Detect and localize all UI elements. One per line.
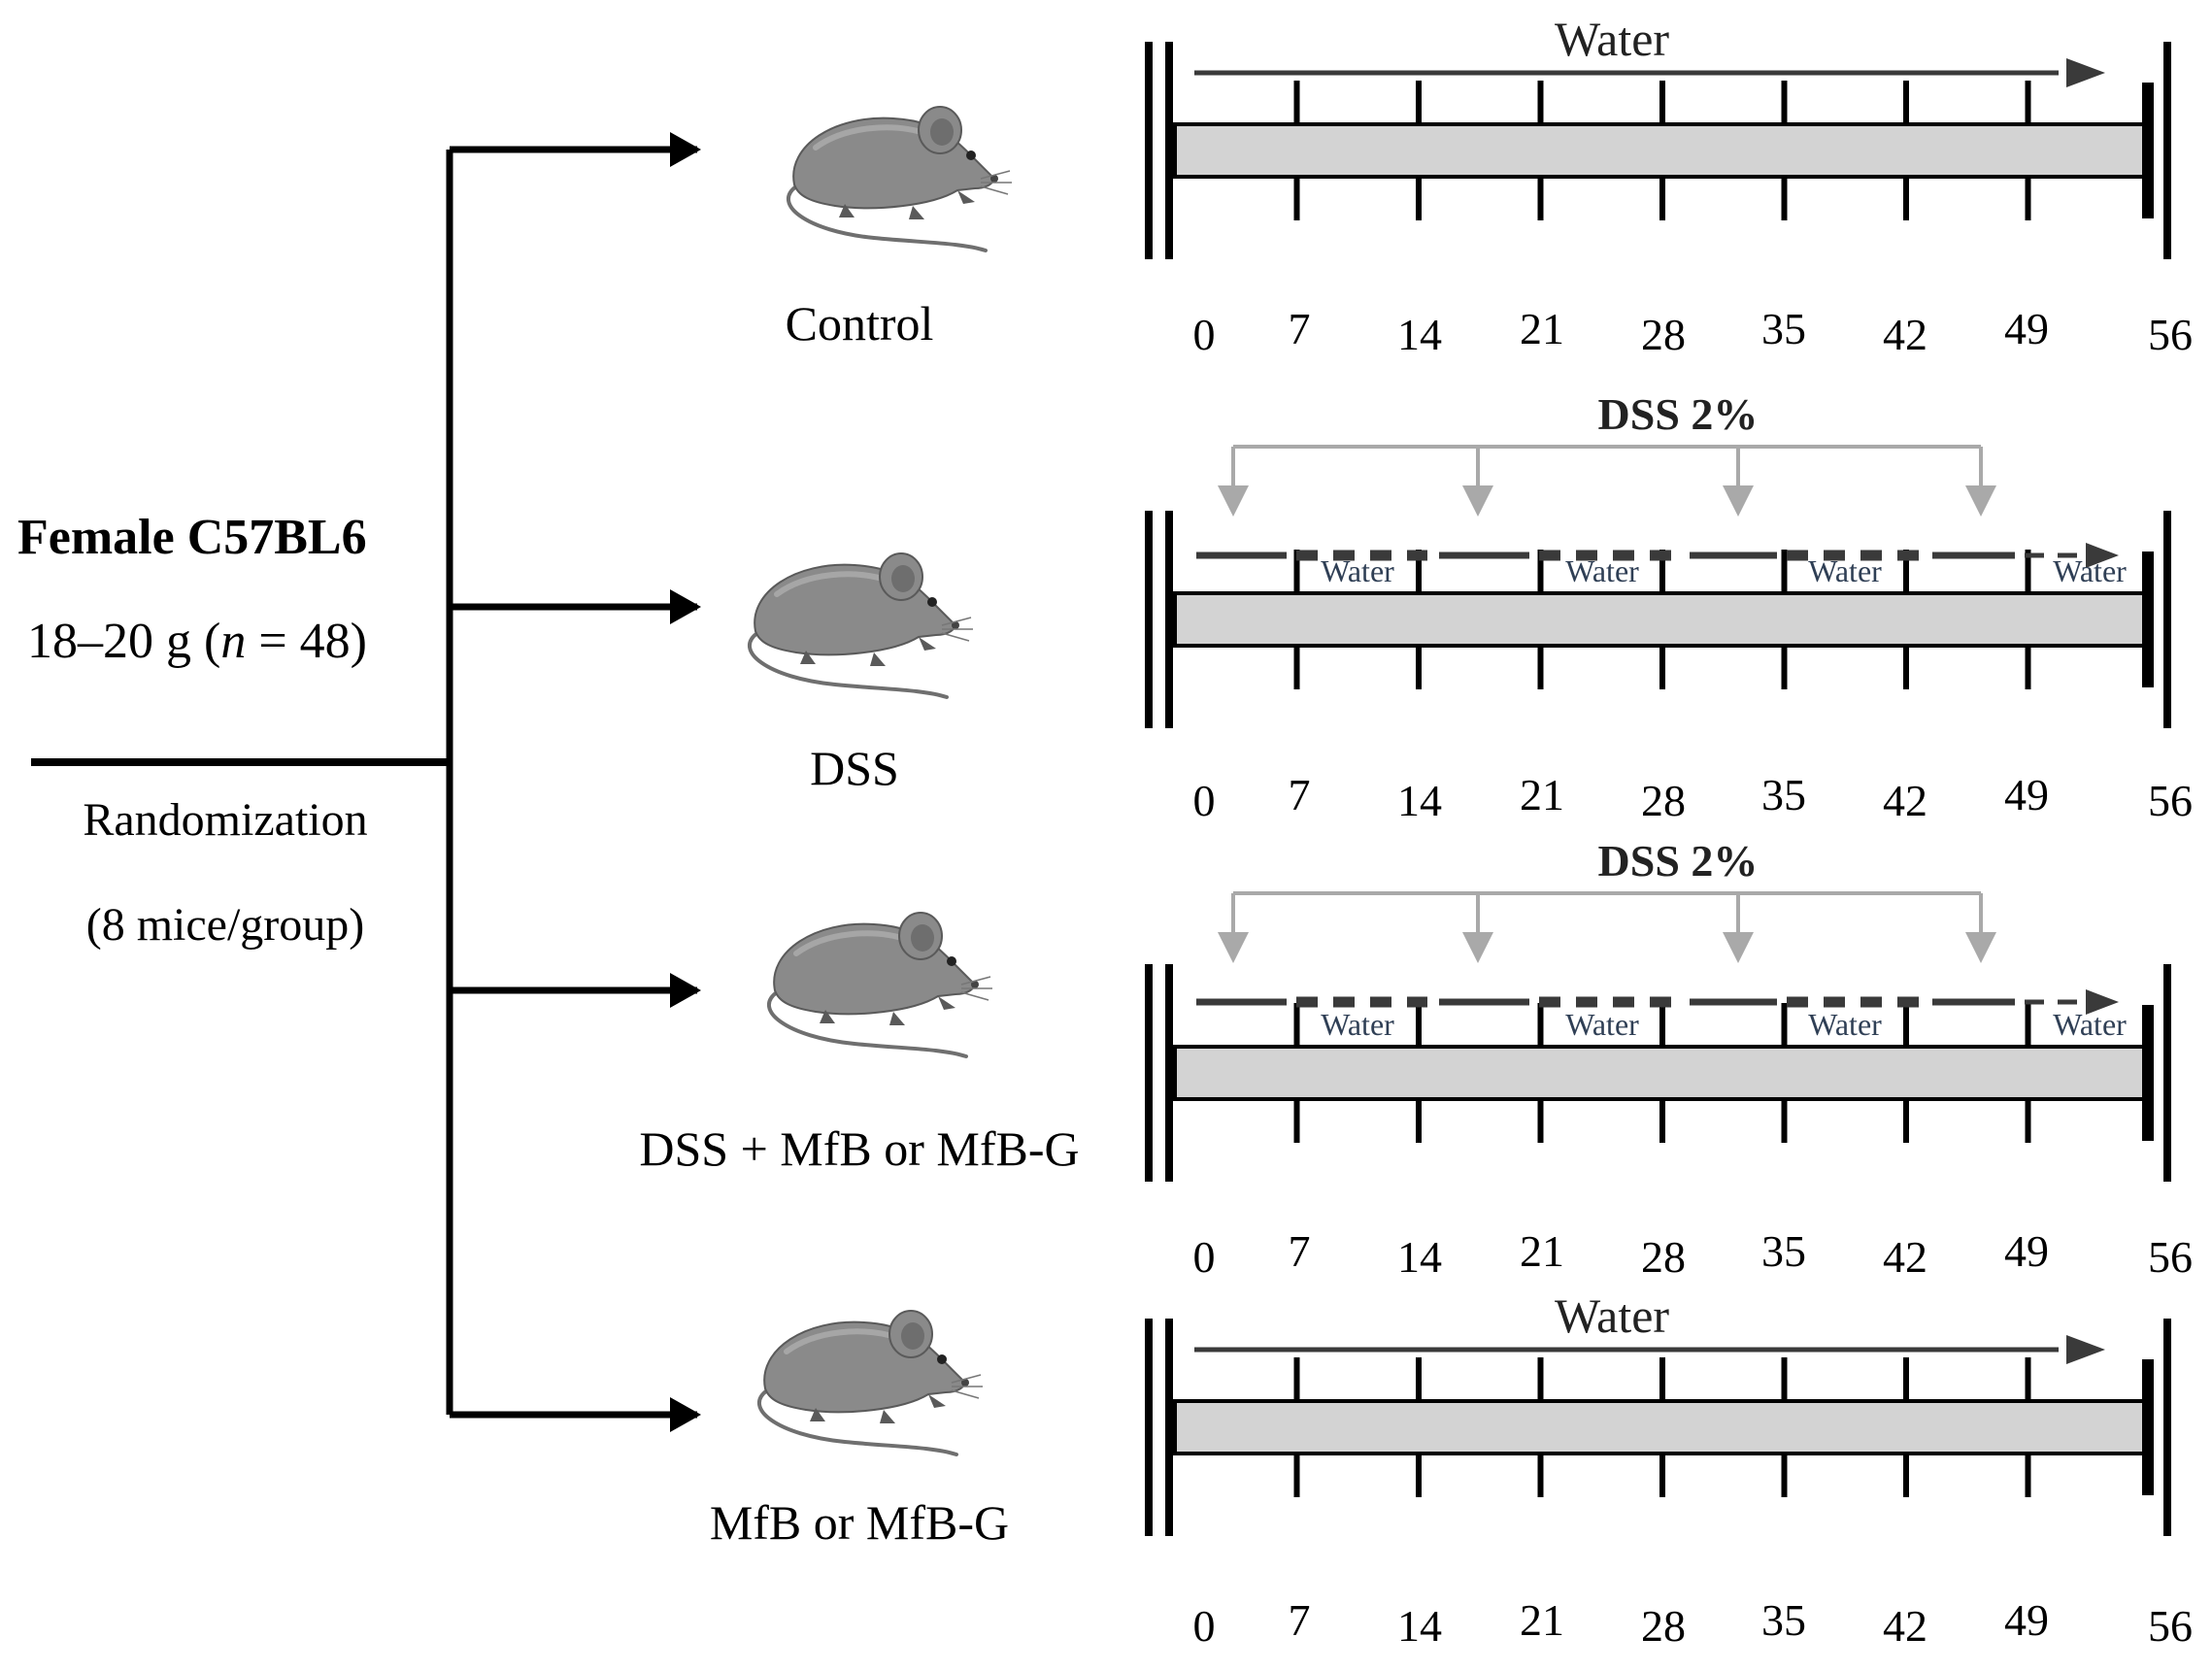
tick-label: 21 <box>1520 304 1564 353</box>
group-row-1: Control 0 7 14 21 28 35 42 49 56 Water <box>450 12 2193 359</box>
weight-prefix: 18–20 g ( <box>27 614 220 669</box>
water-arrow-head <box>2066 1335 2105 1364</box>
tick-label: 7 <box>1289 1226 1311 1276</box>
water-segment-label: Water <box>1321 1007 1394 1042</box>
tick-label: 35 <box>1761 1226 1806 1276</box>
n-symbol: n <box>220 614 246 669</box>
tick-label: 56 <box>2148 776 2193 825</box>
group-row-3: DSS + MfB or MfB-G 0 7 14 21 28 35 42 49 56 DSS 2%… <box>450 836 2193 1282</box>
water-segment-label: Water <box>2053 1007 2127 1042</box>
water-segment-label: Water <box>2053 553 2127 588</box>
tick-label: 14 <box>1397 310 1442 359</box>
tick-label: 28 <box>1641 1232 1686 1282</box>
tick-label: 14 <box>1397 1232 1442 1282</box>
group-label: Control <box>786 296 934 351</box>
tick-label: 49 <box>2004 770 2049 819</box>
tick-label: 56 <box>2148 1601 2193 1651</box>
water-segment-label: Water <box>1808 553 1882 588</box>
group-label: DSS + MfB or MfB-G <box>639 1121 1079 1176</box>
water-arrow-head <box>2066 58 2105 87</box>
branch-arrow-head <box>670 1397 701 1432</box>
timeline-bar <box>1173 1399 2153 1455</box>
tick-label: 14 <box>1397 776 1442 825</box>
tick-label: 42 <box>1883 1232 1927 1282</box>
dss-arrow-head <box>1965 485 1996 517</box>
tick-label: 0 <box>1193 1601 1216 1651</box>
tick-label: 28 <box>1641 310 1686 359</box>
water-label: Water <box>1555 1288 1669 1343</box>
subject-title: Female C57BL6 <box>17 510 367 565</box>
mouse-icon <box>788 107 1012 251</box>
timeline-bar <box>1173 122 2153 179</box>
tick-label: 7 <box>1289 1595 1311 1645</box>
water-label: Water <box>1555 12 1669 66</box>
water-segment-label: Water <box>1808 1007 1882 1042</box>
branch-arrow-head <box>670 589 701 624</box>
dss-arrow-head <box>1965 932 1996 963</box>
timeline-bar <box>1173 591 2153 648</box>
tick-label: 42 <box>1883 310 1927 359</box>
dss-arrow-head <box>1723 485 1754 517</box>
dss-arrow-head <box>1462 932 1493 963</box>
dss-label: DSS 2% <box>1598 836 1759 886</box>
group-row-4: MfB or MfB-G 0 7 14 21 28 35 42 49 56 Water <box>450 1288 2193 1651</box>
tick-label: 14 <box>1397 1601 1442 1651</box>
tick-label: 49 <box>2004 304 2049 353</box>
tick-label: 28 <box>1641 1601 1686 1651</box>
tick-label: 0 <box>1193 310 1216 359</box>
dss-arrow-head <box>1218 932 1249 963</box>
group-row-2: DSS 0 7 14 21 28 35 42 49 56 DSS 2% Water Water Water… <box>450 389 2193 825</box>
dss-arrow-head <box>1723 932 1754 963</box>
water-segment-label: Water <box>1565 1007 1639 1042</box>
water-segment-label: Water <box>1565 553 1639 588</box>
tick-label: 0 <box>1193 1232 1216 1282</box>
mouse-icon <box>750 553 973 697</box>
branch-arrow-head <box>670 132 701 167</box>
mouse-icon <box>769 913 992 1056</box>
tick-label: 56 <box>2148 1232 2193 1282</box>
tick-label: 49 <box>2004 1226 2049 1276</box>
dss-arrow-head <box>1462 485 1493 517</box>
tick-label: 28 <box>1641 776 1686 825</box>
tick-label: 0 <box>1193 776 1216 825</box>
group-label: MfB or MfB-G <box>710 1495 1009 1550</box>
subject-weight: 18–20 g (n = 48) <box>27 614 367 669</box>
tick-label: 7 <box>1289 770 1311 819</box>
tick-label: 35 <box>1761 304 1806 353</box>
branch-arrow-head <box>670 973 701 1008</box>
tick-label: 49 <box>2004 1595 2049 1645</box>
group-label: DSS <box>810 741 899 795</box>
tick-label: 21 <box>1520 770 1564 819</box>
dss-arrow-head <box>1218 485 1249 517</box>
weight-suffix: = 48) <box>246 614 367 669</box>
tick-label: 21 <box>1520 1595 1564 1645</box>
tick-label: 42 <box>1883 1601 1927 1651</box>
tick-label: 56 <box>2148 310 2193 359</box>
tick-label: 7 <box>1289 304 1311 353</box>
tick-label: 35 <box>1761 770 1806 819</box>
timeline-bar <box>1173 1045 2153 1101</box>
tick-label: 35 <box>1761 1595 1806 1645</box>
water-segment-label: Water <box>1321 553 1394 588</box>
tick-label: 21 <box>1520 1226 1564 1276</box>
mouse-icon <box>759 1311 983 1454</box>
randomization-label: Randomization <box>83 794 367 846</box>
per-group-label: (8 mice/group) <box>86 899 365 951</box>
dss-label: DSS 2% <box>1598 389 1759 439</box>
tick-label: 42 <box>1883 776 1927 825</box>
